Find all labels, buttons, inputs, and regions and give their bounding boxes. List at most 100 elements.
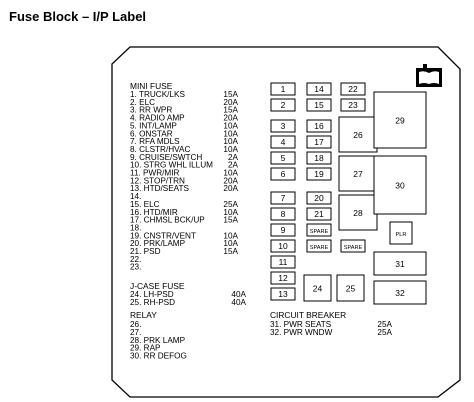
fuse-number: 7 <box>281 193 286 203</box>
fuse-number: 1 <box>281 84 286 94</box>
fuse-slot <box>306 82 332 96</box>
fuse-slot <box>270 255 296 269</box>
circuit-breaker-32-label: 32 <box>395 288 405 298</box>
fuse-slot <box>270 223 296 237</box>
mini-fuse-name: 17. CHMSL BCK/UP <box>130 216 205 225</box>
mini-fuse-name: 14. <box>130 192 141 201</box>
jcase-fuse-amp: 40A <box>231 290 246 299</box>
mini-fuse-name: 15. ELC <box>130 200 160 209</box>
jcase-fuse-amp: 40A <box>231 298 246 307</box>
page-title: Fuse Block – I/P Label <box>9 9 147 24</box>
mini-fuse-name: 8. CLSTR/HVAC <box>130 145 190 154</box>
circuit-breaker-31-label: 31 <box>395 259 405 269</box>
fuse-slot <box>306 119 332 133</box>
relay-name: 28. PRK LAMP <box>130 336 186 345</box>
mini-fuse-amp: 20A <box>223 114 238 123</box>
fuse-grid: 1234567891011121314151617181920212223SPA… <box>270 82 427 305</box>
mini-fuse-name: 21. PSD <box>130 247 161 256</box>
mini-fuse-name: 18. <box>130 223 141 232</box>
fuse-slot <box>306 191 332 205</box>
mini-fuse-amp: 10A <box>223 129 238 138</box>
relay-29 <box>373 91 427 149</box>
mini-fuse-amp: 10A <box>223 145 238 154</box>
circuit-breaker-name: 32. PWR WNDW <box>270 328 333 337</box>
circuit-breaker-name: 31. PWR SEATS <box>270 320 332 329</box>
circuit-breaker-31 <box>373 251 427 276</box>
fuse-slot <box>306 207 332 221</box>
mini-fuse-name: 11. PWR/MIR <box>130 169 180 178</box>
mini-fuse-amp: 15A <box>223 247 238 256</box>
relay-28 <box>338 194 378 231</box>
circuit-breaker-amp: 25A <box>377 320 392 329</box>
fuse-slot <box>306 223 332 237</box>
fuse-slot <box>340 98 366 112</box>
fuse-slot <box>270 191 296 205</box>
fuse-slot <box>270 135 296 149</box>
fuse-number: 21 <box>314 209 324 219</box>
relay-26 <box>338 116 378 153</box>
mini-fuse-name: 23. <box>130 263 141 272</box>
relay-27-label: 27 <box>353 169 363 179</box>
fuse-number: SPARE <box>310 245 329 251</box>
mini-fuse-amp: 10A <box>223 239 238 248</box>
mini-fuse-amp: 2A <box>228 161 239 170</box>
fuse-slot <box>270 207 296 221</box>
mini-fuse-name: 9. CRUISE/SWTCH <box>130 153 202 162</box>
circuit-breaker-list: 31. PWR SEATS 25A 32. PWR WNDW 25A <box>270 320 393 337</box>
fuse-number: 19 <box>314 169 324 179</box>
mini-fuse-name: 22. <box>130 255 141 264</box>
fuse-slot <box>306 151 332 165</box>
relay-name: 30. RR DEFOG <box>130 352 187 361</box>
jcase-fuse-heading: J-CASE FUSE <box>130 281 185 291</box>
relay-28-label: 28 <box>353 208 363 218</box>
fuse-slot <box>270 119 296 133</box>
fuse-slot <box>306 135 332 149</box>
mini-fuse-amp: 2A <box>228 153 239 162</box>
mini-fuse-amp: 20A <box>223 184 238 193</box>
fuse-number: 14 <box>314 84 324 94</box>
fuse-number: 12 <box>278 273 288 283</box>
jcase-fuse-name: 24. LH-PSD <box>130 290 174 299</box>
jcase-fuse-25-label: 25 <box>346 284 356 294</box>
fuse-number: 6 <box>281 169 286 179</box>
mini-fuse-name: 16. HTD/MIR <box>130 208 178 217</box>
fuse-number: SPARE <box>344 245 363 251</box>
fuse-slot <box>306 167 332 181</box>
fuse-slot <box>270 167 296 181</box>
mini-fuse-amp: 25A <box>223 200 238 209</box>
relay-30-label: 30 <box>395 181 405 191</box>
mini-fuse-amp: 15A <box>223 216 238 225</box>
fuse-number: 13 <box>278 289 288 299</box>
mini-fuse-name: 19. CNSTR/VENT <box>130 231 196 240</box>
plr-label: PLR <box>396 232 407 238</box>
fuse-slot <box>270 98 296 112</box>
mini-fuse-name: 1. TRUCK/LKS <box>130 90 185 99</box>
fuse-number: 17 <box>314 137 324 147</box>
mini-fuse-amp: 10A <box>223 137 238 146</box>
plr-box <box>389 221 413 245</box>
fuse-number: 22 <box>348 84 358 94</box>
fuse-slot <box>340 82 366 96</box>
fuse-slot <box>270 82 296 96</box>
mini-fuse-name: 7. RFA MDLS <box>130 137 180 146</box>
fuse-number: 20 <box>314 193 324 203</box>
mini-fuse-amp: 10A <box>223 208 238 217</box>
jcase-fuse-25 <box>336 274 365 302</box>
relay-name: 29. RAP <box>130 344 161 353</box>
book-icon <box>416 64 442 87</box>
fuse-number: 11 <box>279 257 288 267</box>
fuse-slot <box>270 151 296 165</box>
jcase-fuse-24 <box>303 274 332 302</box>
mini-fuse-name: 3. RR WPR <box>130 106 172 115</box>
fuse-number: 23 <box>348 100 358 110</box>
mini-fuse-amp: 20A <box>223 176 238 185</box>
fuse-number: 16 <box>314 121 324 131</box>
jcase-fuse-24-label: 24 <box>313 284 323 294</box>
fuse-slot <box>306 239 332 253</box>
fuse-number: 4 <box>281 137 286 147</box>
circuit-breaker-amp: 25A <box>377 328 392 337</box>
